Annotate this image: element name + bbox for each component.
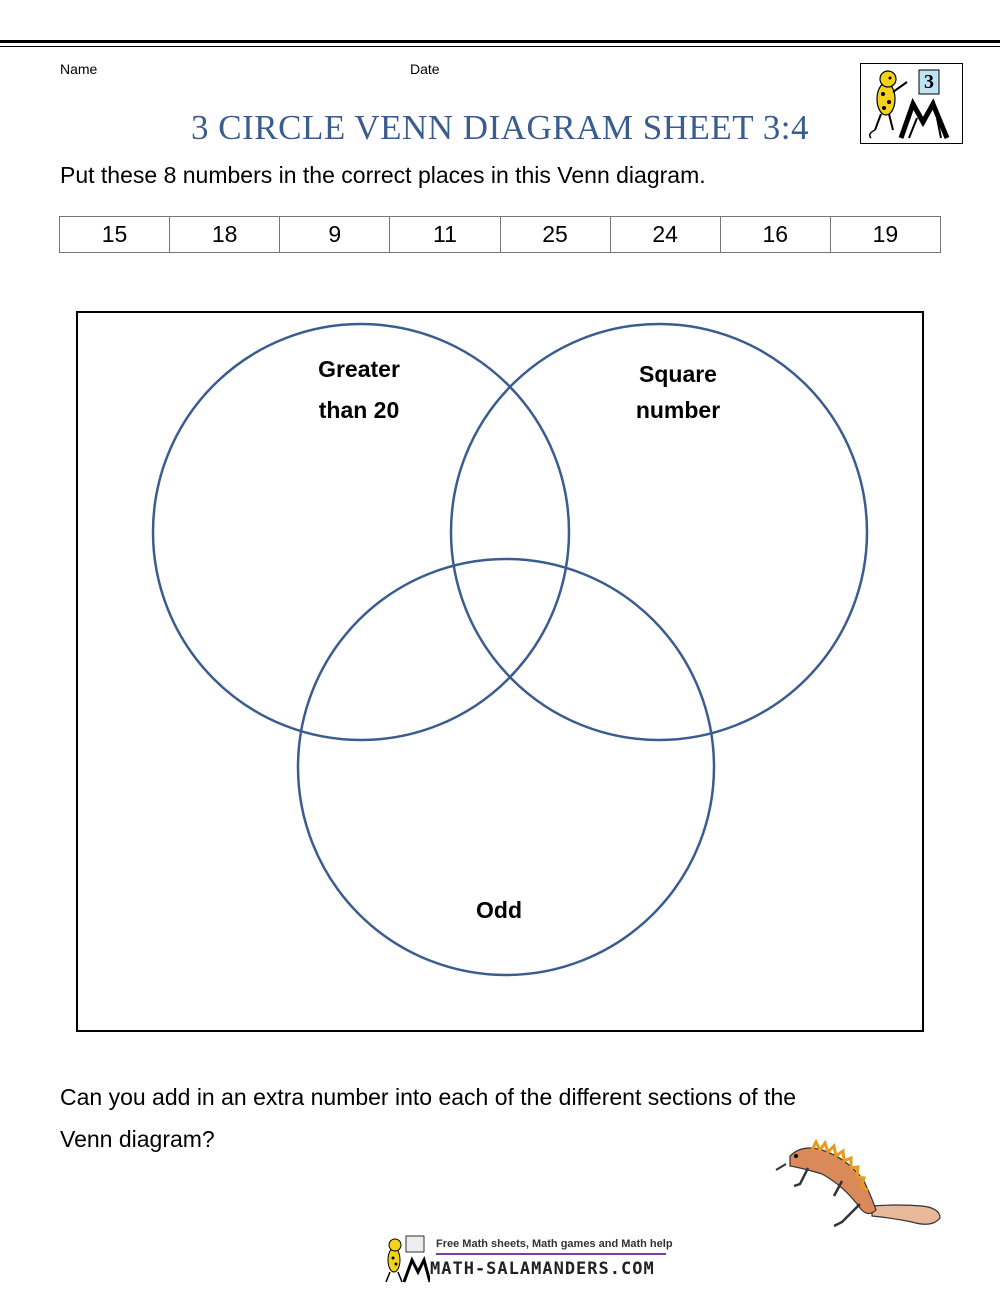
salamander-logo-icon: [868, 69, 950, 139]
instruction-text: Put these 8 numbers in the correct place…: [60, 162, 706, 188]
name-label: Name: [60, 61, 98, 77]
number-cell: 19: [829, 216, 942, 253]
number-cell: 18: [169, 216, 281, 253]
odd-circle: [296, 557, 716, 977]
question-line-1: Can you add in an extra number into each…: [60, 1084, 797, 1110]
extension-question: Can you add in an extra number into each…: [60, 1076, 950, 1160]
greater-than-20-circle: [151, 322, 571, 742]
circle-a-label-line2: than 20: [319, 397, 400, 423]
grade-number: 3: [924, 71, 934, 93]
top-rule: [0, 40, 1000, 43]
number-cell: 24: [609, 216, 721, 253]
circle-b-label-line1: Square: [639, 361, 717, 387]
question-line-2: Venn diagram?: [60, 1126, 215, 1152]
footer-brand: MATH-SALAMANDERS.COM: [430, 1259, 655, 1279]
footer-salamander-icon: [385, 1235, 430, 1283]
top-rule-thin: [0, 46, 1000, 47]
number-cell: 25: [499, 216, 611, 253]
date-label: Date: [410, 61, 440, 77]
venn-frame: [76, 311, 924, 1032]
numbers-table: 15 18 9 11 25 24 16 19: [58, 216, 942, 253]
circle-c-label: Odd: [476, 897, 522, 923]
footer-tagline: Free Math sheets, Math games and Math he…: [436, 1238, 673, 1250]
salamander-illustration-icon: [775, 1138, 941, 1228]
footer-divider: [436, 1253, 666, 1255]
number-cell: 9: [279, 216, 391, 253]
numbers-row: 15 18 9 11 25 24 16 19: [58, 216, 942, 253]
number-cell: 16: [719, 216, 831, 253]
circle-b-label-line2: number: [636, 397, 720, 423]
grade-logo: 3: [860, 63, 963, 144]
page-title: 3 CIRCLE VENN DIAGRAM SHEET 3:4: [191, 108, 809, 147]
square-number-circle: [449, 322, 869, 742]
circle-a-label-line1: Greater: [318, 356, 400, 382]
number-cell: 11: [389, 216, 501, 253]
